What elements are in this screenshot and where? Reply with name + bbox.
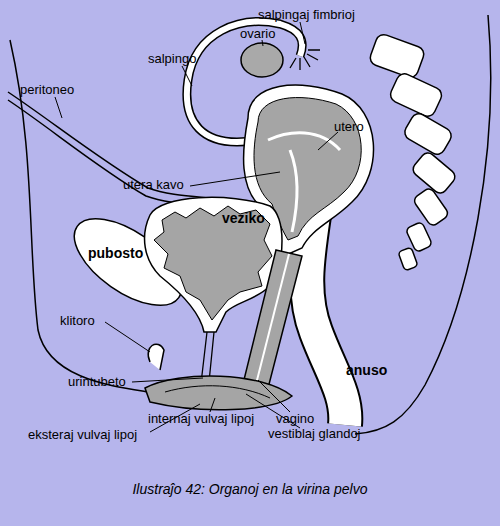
part-label: salpingo	[148, 52, 196, 66]
bladder-interior	[154, 206, 272, 320]
leader-line	[210, 398, 215, 412]
leader-line	[300, 22, 305, 44]
leader-lines	[55, 22, 338, 432]
part-label: urintubeto	[68, 375, 126, 389]
leader-line	[318, 132, 338, 150]
vagina-shape	[240, 250, 302, 396]
clitoris	[148, 344, 164, 370]
vulva	[145, 376, 292, 410]
ovary	[241, 43, 283, 77]
leader-line	[258, 380, 290, 412]
leader-line	[190, 172, 280, 186]
front-body-line	[10, 40, 148, 392]
part-label: anuso	[346, 363, 387, 377]
part-label: utero	[334, 120, 364, 134]
vertebra	[398, 247, 418, 271]
part-label: eksteraj vulvaj lipoj	[28, 428, 137, 442]
part-label: utera kavo	[123, 178, 184, 192]
part-label: vagino	[276, 412, 314, 426]
leader-line	[182, 66, 192, 86]
part-label: ovario	[240, 27, 275, 41]
body-outline	[8, 15, 491, 434]
part-label: vestiblaj glandoj	[268, 427, 361, 441]
figure-caption: Ilustraĵo 42: Organoj en la virina pelvo	[132, 481, 367, 497]
vagina-canal	[253, 254, 289, 396]
leader-line	[55, 97, 62, 118]
leader-line	[105, 322, 150, 352]
vertebra	[402, 111, 454, 157]
vertebra	[368, 32, 426, 79]
vertebra	[388, 71, 444, 118]
labia-line	[165, 386, 270, 398]
vertebra	[410, 150, 457, 196]
part-label: internaj vulvaj lipoj	[148, 412, 254, 426]
sacrum	[368, 32, 458, 270]
peritoneum-line	[8, 92, 262, 208]
part-label: klitoro	[60, 314, 95, 328]
leader-line	[132, 378, 203, 382]
part-label: pubosto	[88, 246, 143, 260]
part-label: peritoneo	[20, 83, 74, 97]
fimbriae	[290, 50, 320, 70]
part-label: salpingaj fimbrioj	[258, 8, 355, 22]
vertebra	[412, 187, 450, 227]
part-label: veziko	[222, 211, 265, 225]
fimbria-lines	[290, 50, 320, 70]
